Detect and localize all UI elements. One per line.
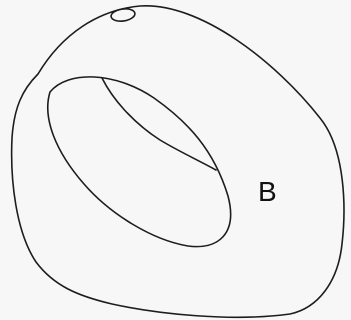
- outer-boundary-curve: [12, 6, 344, 317]
- inner-handle-curve: [102, 78, 216, 170]
- inner-hole-curve: [48, 77, 231, 247]
- label-b: B: [258, 176, 277, 207]
- small-top-ellipse: [110, 7, 135, 22]
